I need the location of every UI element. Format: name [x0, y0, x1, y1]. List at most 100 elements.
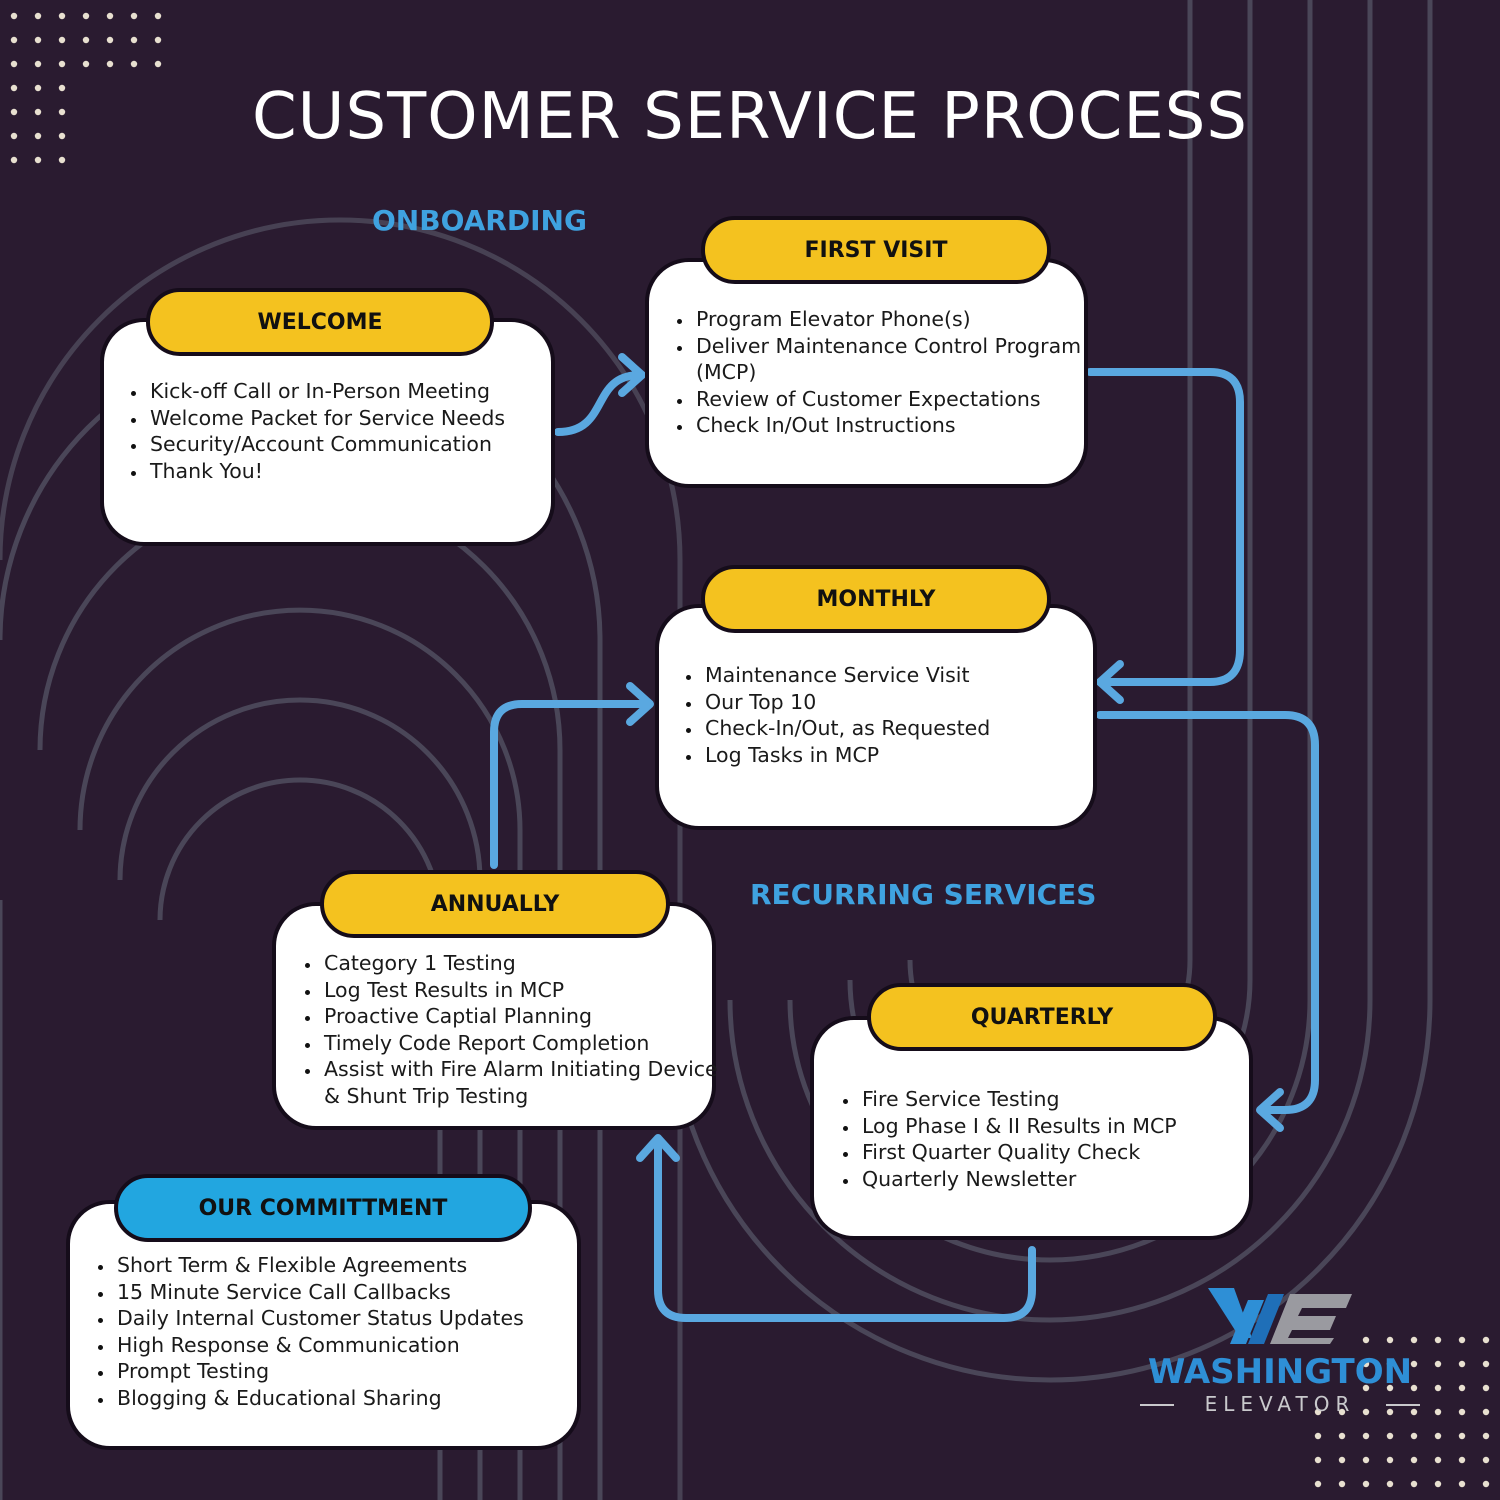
decor-dot [1386, 1360, 1394, 1368]
decor-dot [106, 60, 114, 68]
welcome-card [100, 318, 555, 546]
quarterly-card [810, 1016, 1253, 1240]
list-item: Category 1 Testing [322, 950, 737, 977]
list-item: Log Test Results in MCP [322, 977, 737, 1004]
decor-dot [1386, 1480, 1394, 1488]
dot-grid-bottom-right [1314, 1336, 1490, 1488]
decor-dot [58, 156, 66, 164]
decor-dot [130, 36, 138, 44]
decor-dot [1410, 1456, 1418, 1464]
decor-dot [34, 84, 42, 92]
washington-elevator-logo: WASHINGTON ELEVATOR [1130, 1280, 1430, 1420]
decor-dot [1458, 1384, 1466, 1392]
decor-dot [1434, 1408, 1442, 1416]
list-item: Log Phase I & II Results in MCP [860, 1113, 1270, 1140]
section-label-onboarding: ONBOARDING [372, 204, 587, 237]
list-item: Log Tasks in MCP [703, 742, 1108, 769]
decor-dot [1338, 1408, 1346, 1416]
decor-dot [10, 12, 18, 20]
decor-dot [1434, 1456, 1442, 1464]
dot-grid-top-left [10, 12, 162, 164]
list-item: Welcome Packet for Service Needs [148, 405, 568, 432]
decor-dot [1386, 1336, 1394, 1344]
welcome-header: WELCOME [146, 288, 494, 356]
decor-dot [1362, 1384, 1370, 1392]
logo-subtitle: ELEVATOR [1204, 1392, 1356, 1416]
decor-dot [154, 36, 162, 44]
decor-dot [106, 12, 114, 20]
decor-dot [130, 60, 138, 68]
decor-dot [1386, 1384, 1394, 1392]
decor-dot [1386, 1456, 1394, 1464]
decor-dot [1410, 1384, 1418, 1392]
decor-dot [1362, 1432, 1370, 1440]
decor-dot [1434, 1480, 1442, 1488]
commitment-list: Short Term & Flexible Agreements 15 Minu… [89, 1252, 595, 1411]
decor-dot [1482, 1384, 1490, 1392]
arrow-annually-to-monthly [490, 700, 652, 869]
logo-rule-right [1386, 1404, 1420, 1406]
decor-dot [58, 60, 66, 68]
annually-header: ANNUALLY [320, 870, 670, 938]
decor-dot [1458, 1456, 1466, 1464]
decor-dot [1314, 1432, 1322, 1440]
list-item: Short Term & Flexible Agreements [115, 1252, 595, 1279]
list-item: First Quarter Quality Check [860, 1139, 1270, 1166]
annually-list: Category 1 Testing Log Test Results in M… [296, 950, 737, 1109]
list-item: Check-In/Out, as Requested [703, 715, 1108, 742]
decor-dot [1314, 1480, 1322, 1488]
arrow-welcome-to-first-visit [554, 371, 644, 436]
decor-dot [1410, 1336, 1418, 1344]
list-item: Security/Account Communication [148, 431, 568, 458]
list-item: Quarterly Newsletter [860, 1166, 1270, 1193]
list-item: Timely Code Report Completion [322, 1030, 737, 1057]
decor-dot [10, 60, 18, 68]
decor-dot [34, 36, 42, 44]
decor-dot [1458, 1360, 1466, 1368]
decor-dot [58, 36, 66, 44]
decor-dot [34, 12, 42, 20]
decor-dot [1386, 1432, 1394, 1440]
decor-dot [1410, 1432, 1418, 1440]
decor-dot [1338, 1480, 1346, 1488]
decor-dot [1458, 1480, 1466, 1488]
commitment-header: OUR COMMITTMENT [114, 1174, 532, 1242]
logo-rule-left [1140, 1404, 1174, 1406]
list-item: Our Top 10 [703, 689, 1108, 716]
list-item: Prompt Testing [115, 1358, 595, 1385]
decor-dot [10, 84, 18, 92]
decor-dot [1362, 1336, 1370, 1344]
logo-name: WASHINGTON [1147, 1352, 1413, 1392]
decor-dot [130, 12, 138, 20]
list-item: Proactive Captial Planning [322, 1003, 737, 1030]
decor-dot [154, 60, 162, 68]
decor-dot [1338, 1432, 1346, 1440]
decor-dot [58, 108, 66, 116]
decor-dot [1362, 1456, 1370, 1464]
decor-dot [1434, 1360, 1442, 1368]
decor-dot [1314, 1408, 1322, 1416]
arrow-quarterly-to-annually [654, 1136, 1036, 1322]
decor-dot [1482, 1456, 1490, 1464]
decor-dot [10, 132, 18, 140]
list-item: 15 Minute Service Call Callbacks [115, 1279, 595, 1306]
decor-dot [1362, 1408, 1370, 1416]
monthly-header: MONTHLY [701, 565, 1051, 633]
list-item: Program Elevator Phone(s) [694, 306, 1104, 333]
list-item: Kick-off Call or In-Person Meeting [148, 378, 568, 405]
decor-dot [1338, 1456, 1346, 1464]
decor-dot [1434, 1336, 1442, 1344]
decor-dot [1482, 1480, 1490, 1488]
decor-dot [1410, 1360, 1418, 1368]
decor-dot [82, 12, 90, 20]
decor-dot [58, 84, 66, 92]
decor-dot [154, 12, 162, 20]
decor-dot [1434, 1384, 1442, 1392]
first-visit-header: FIRST VISIT [701, 216, 1051, 284]
decor-dot [1386, 1408, 1394, 1416]
list-item: Deliver Maintenance Control Program (MCP… [694, 333, 1104, 386]
decor-dot [34, 156, 42, 164]
decor-dot [1410, 1480, 1418, 1488]
monthly-card [655, 604, 1097, 830]
decor-dot [82, 60, 90, 68]
